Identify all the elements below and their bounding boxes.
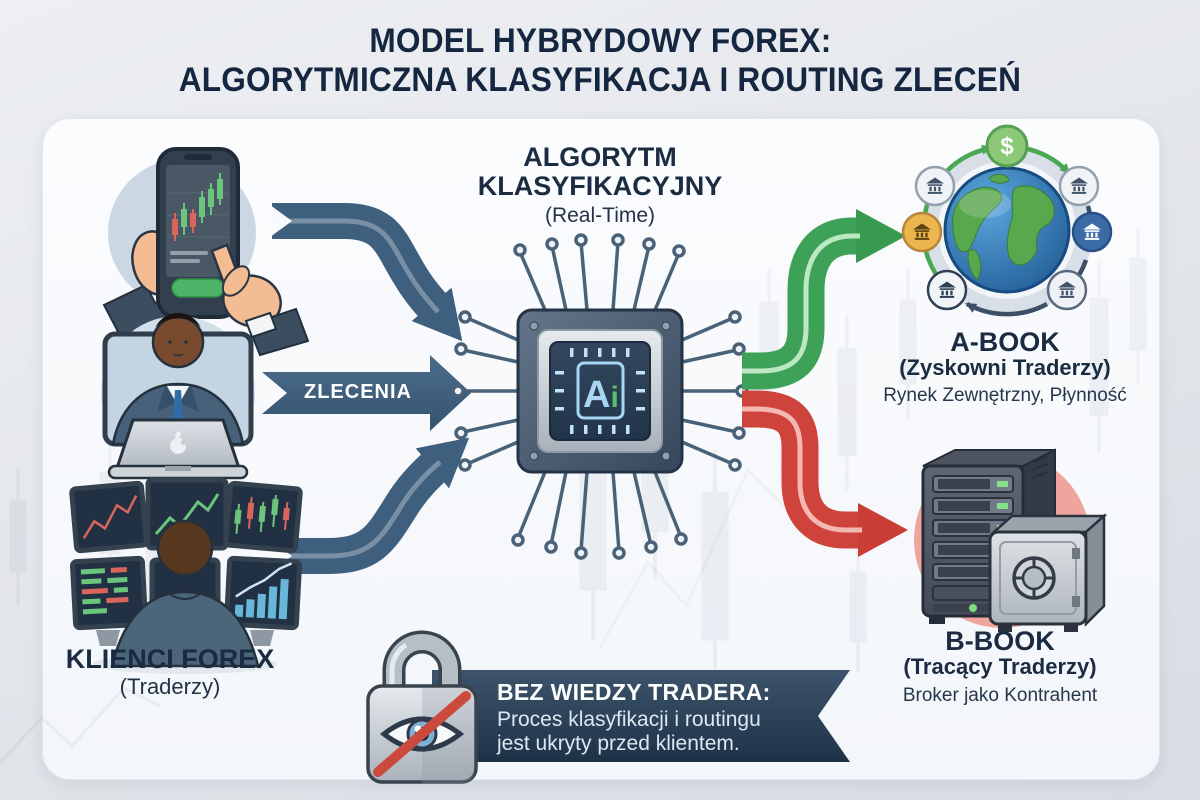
background-watermark-lines bbox=[0, 467, 792, 764]
safe-icon bbox=[988, 513, 1108, 632]
clients-subheading: (Traderzy) bbox=[119, 674, 221, 699]
orders-arrow bbox=[262, 355, 471, 431]
bbook-subheading: (Tracący Traderzy) bbox=[903, 654, 1097, 679]
orders-arrow-label: ZLECENIA bbox=[304, 381, 412, 403]
algorithm-heading-line1: ALGORYTM bbox=[523, 142, 677, 172]
client-orders-arrow-top bbox=[266, 202, 463, 342]
bbook-illustration bbox=[914, 448, 1108, 632]
phone-trader-icon bbox=[102, 147, 310, 357]
route-a-arrow bbox=[742, 209, 906, 390]
disclosure-banner bbox=[432, 670, 850, 762]
bbook-heading: B-BOOK bbox=[945, 626, 1055, 656]
svg-text:$: $ bbox=[1000, 133, 1014, 160]
globe-banks-icon: $ bbox=[901, 124, 1113, 317]
algorithm-subheading: (Real-Time) bbox=[544, 204, 656, 227]
disclosure-heading: BEZ WIEDZY TRADERA: bbox=[497, 679, 771, 705]
laptop-trader-icon bbox=[101, 313, 255, 480]
eye-slash-icon bbox=[373, 691, 471, 777]
algorithm-heading-line2: KLASYFIKACYJNY bbox=[477, 171, 723, 201]
ai-chip-icon: Ai bbox=[516, 308, 684, 474]
dollar-badge: $ bbox=[985, 124, 1029, 168]
lock-icon bbox=[366, 630, 478, 784]
chip-letter-a: A bbox=[583, 374, 610, 416]
chip-letter-i: i bbox=[610, 381, 618, 414]
disclosure-line1: Proces klasyfikacji i routingu bbox=[497, 708, 761, 731]
route-b-arrow bbox=[742, 390, 908, 557]
abook-heading: A-BOOK bbox=[950, 327, 1060, 357]
clients-heading: KLIENCI FOREX bbox=[65, 644, 275, 674]
disclosure-line2: jest ukryty przed klientem. bbox=[497, 732, 740, 755]
abook-description: Rynek Zewnętrzny, Płynność bbox=[883, 385, 1127, 406]
page-title-line1: MODEL HYBRYDOWY FOREX: bbox=[368, 22, 832, 60]
abook-subheading: (Zyskowni Traderzy) bbox=[899, 355, 1111, 380]
svg-text:Ai: Ai bbox=[583, 374, 619, 416]
bbook-description: Broker jako Kontrahent bbox=[902, 685, 1098, 706]
multimonitor-trader-icon bbox=[69, 477, 303, 674]
globe-icon bbox=[943, 166, 1071, 294]
bank-badge bbox=[901, 165, 1113, 311]
page-title-line2: ALGORYTMICZNA KLASYFIKACJA I ROUTING ZLE… bbox=[178, 61, 1022, 99]
